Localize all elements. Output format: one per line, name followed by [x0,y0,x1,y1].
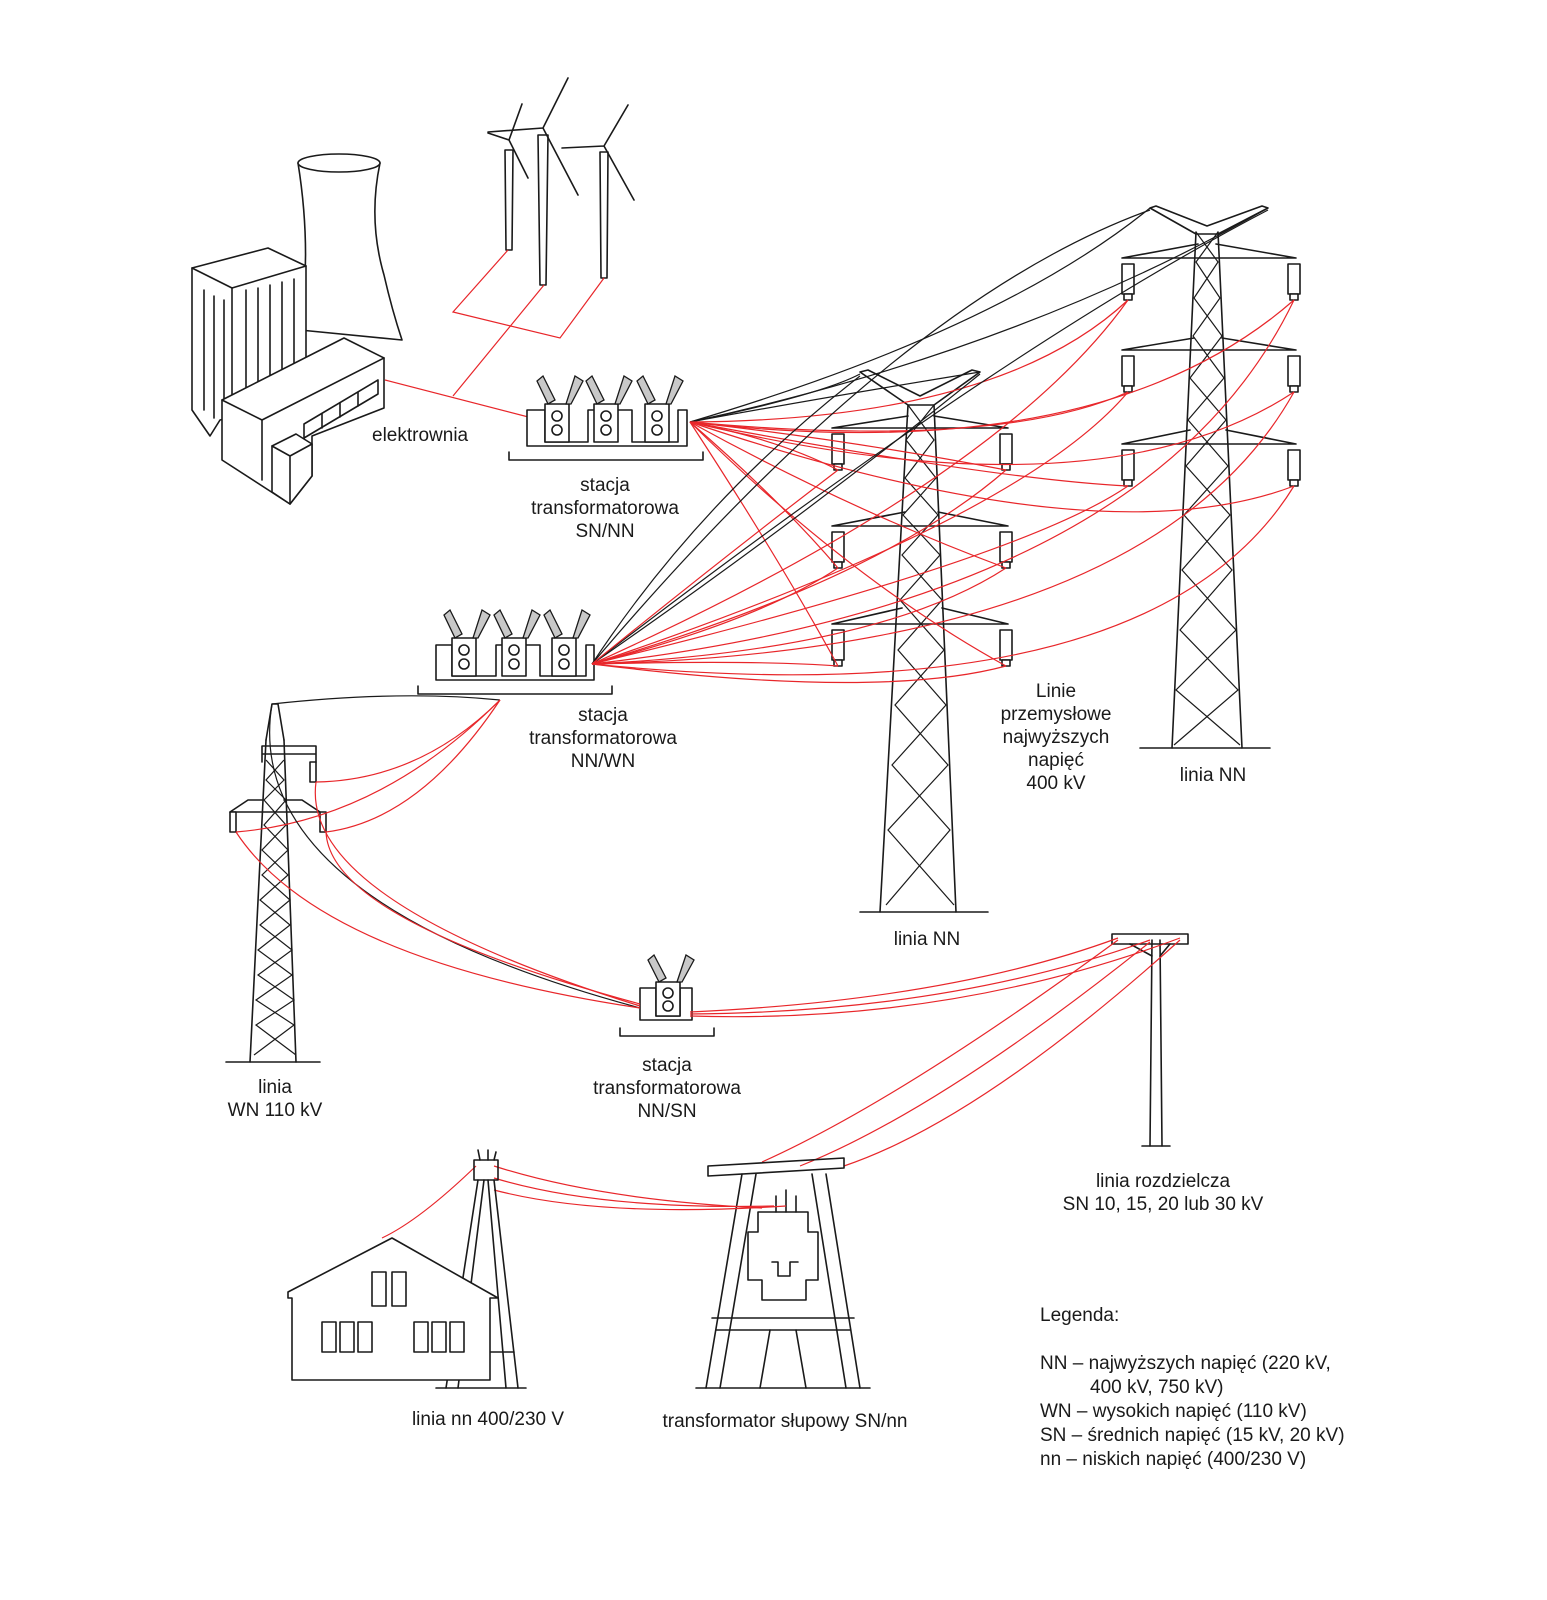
label-line: najwyższych [1002,727,1110,748]
label-line: transformatorowa [531,498,679,519]
nn-tower-right-icon [1121,205,1301,749]
legend-item: SN – średnich napięć (15 kV, 20 kV) [1040,1425,1345,1446]
legend-item: nn – niskich napięć (400/230 V) [1040,1449,1307,1470]
legend-item: NN – najwyższych napięć (220 kV, [1040,1353,1331,1374]
label-line: SN/NN [575,521,635,542]
label-station-nn-wn: stacja transformatorowa NN/WN [510,704,696,773]
substation-nn-sn-icon [619,953,715,1037]
label-line-nn-right: linia NN [1179,765,1247,786]
label-line: stacja [578,705,628,726]
label-line-wn: linia WN 110 kV [210,1076,340,1122]
label-line: SN 10, 15, 20 lub 30 kV [1062,1194,1264,1215]
label-line: linia [258,1077,292,1098]
label-line-distribution: linia rozdzielcza SN 10, 15, 20 lub 30 k… [1040,1170,1286,1216]
wn-tower-icon [225,703,327,1063]
substation-nn-wn-icon [417,608,613,695]
nn-low-lines [381,1165,787,1239]
house-icon [287,1237,499,1381]
legend-item: WN – wysokich napięć (110 kV) [1040,1401,1307,1422]
nn-lines [591,207,1295,684]
label-station-sn-nn: stacja transformatorowa SN/NN [512,474,698,543]
wind-turbines-icon [487,77,635,286]
label-line: linia rozdzielcza [1095,1171,1231,1192]
label-line: stacja [580,475,630,496]
label-line: NN/WN [570,751,636,772]
legend: Legenda: NN – najwyższych napięć (220 kV… [1040,1304,1345,1472]
power-plant-icon [191,153,403,505]
nn-tower-left-icon [831,369,1013,913]
substation-sn-nn-icon [508,374,704,461]
label-line: przemysłowe [1000,704,1112,725]
label-line: transformatorowa [593,1078,741,1099]
legend-item: 400 kV, 750 kV) [1090,1377,1224,1398]
label-line: stacja [642,1055,692,1076]
label-line: WN 110 kV [227,1100,323,1121]
label-line-nn-low: linia nn 400/230 V [411,1409,565,1430]
label-line-nn-left: linia NN [893,929,961,950]
label-line: 400 kV [1026,773,1086,794]
wn-lines [235,695,641,1009]
pole-transformer-icon [695,1157,871,1389]
label-line: napięć [1028,750,1084,771]
label-industrial-lines: Linie przemysłowe najwyższych napięć 400… [974,680,1138,795]
label-line: Linie [1035,681,1077,702]
label-station-nn-sn: stacja transformatorowa NN/SN [574,1054,760,1123]
label-pole-transformer: transformator słupowy SN/nn [662,1411,908,1432]
label-line: NN/SN [637,1101,697,1122]
label-line: transformatorowa [529,728,677,749]
sn-lines [689,937,1181,1167]
legend-title: Legenda: [1040,1305,1120,1326]
label-power-plant: elektrownia [372,425,469,446]
